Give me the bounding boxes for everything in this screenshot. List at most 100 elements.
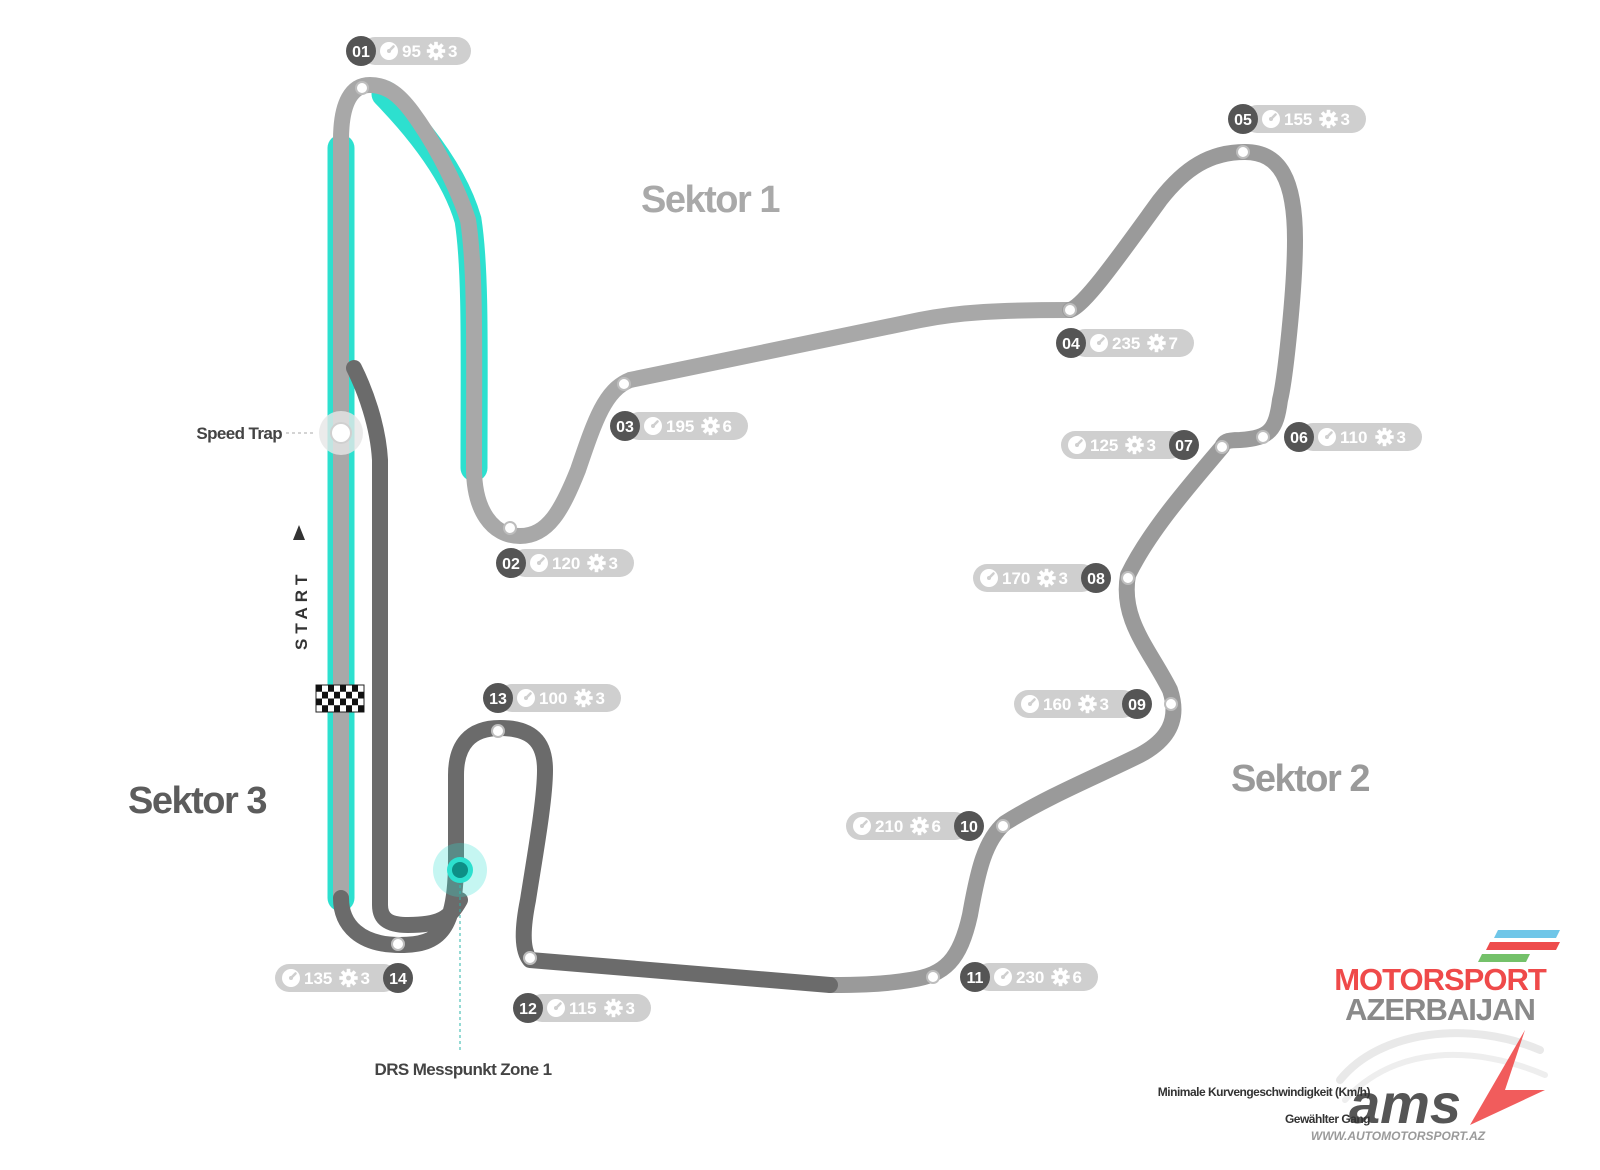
corner-speed: 155 [1284, 110, 1312, 129]
corner-number-badge [513, 993, 543, 1023]
corner-marker [491, 724, 505, 738]
gear-icon [339, 968, 358, 988]
corner-marker [391, 937, 405, 951]
corner-gear: 3 [626, 999, 635, 1018]
corner-number: 08 [1087, 571, 1105, 588]
speed-trap-marker [286, 411, 363, 455]
logo-line-2: AZERBAIJAN [1345, 992, 1535, 1027]
corner-pill [973, 564, 1096, 592]
gear-icon [701, 416, 720, 436]
drs-measuring-point [433, 843, 487, 1050]
corner-marker [1121, 571, 1135, 585]
gear-icon [587, 553, 606, 573]
legend-speed-label: Minimale Kurvengeschwindigkeit (Km/h) [1158, 1085, 1371, 1099]
corner-number-badge [1122, 689, 1152, 719]
corner-marker [996, 819, 1010, 833]
speedometer-icon [979, 568, 999, 588]
gear-icon [426, 41, 446, 61]
corner-gear: 6 [932, 817, 941, 836]
corner-04: 04 235 7 [1056, 303, 1194, 358]
corner-marker [503, 521, 517, 535]
corner-speed: 110 [1340, 428, 1367, 447]
corner-marker [1256, 430, 1270, 444]
corner-gear: 3 [361, 969, 370, 988]
corner-number-badge [1228, 104, 1258, 134]
corner-speed: 95 [402, 42, 421, 61]
corner-gear: 3 [1100, 695, 1109, 714]
motorsport-azerbaijan-logo: MOTORSPORT AZERBAIJAN ams WWW.AUTOMOTORS… [1311, 930, 1560, 1143]
speedometer-icon [281, 968, 301, 988]
corner-number: 10 [960, 819, 978, 836]
corner-gear: 3 [1059, 569, 1068, 588]
corner-speed: 195 [666, 417, 694, 436]
corner-gear: 7 [1169, 334, 1178, 353]
corner-number-badge [1169, 430, 1199, 460]
speedometer-icon [516, 688, 536, 708]
corner-number: 14 [389, 971, 407, 988]
corner-speed: 115 [569, 999, 596, 1018]
corner-marker [523, 951, 537, 965]
corner-speed: 170 [1002, 569, 1030, 588]
corner-speed: 125 [1090, 436, 1118, 455]
corner-gear: 3 [448, 42, 457, 61]
gear-icon [1125, 435, 1144, 455]
logo-url: WWW.AUTOMOTORSPORT.AZ [1311, 1129, 1486, 1143]
logo-short: ams [1349, 1072, 1461, 1135]
speedometer-icon [1067, 435, 1087, 455]
speedometer-icon [379, 41, 399, 61]
sector-3-label: Sektor 3 [128, 780, 266, 822]
corner-speed: 230 [1016, 968, 1044, 987]
corner-number-badge [960, 962, 990, 992]
corner-14: 14 135 3 [275, 937, 413, 993]
speedometer-icon [1089, 333, 1109, 353]
corner-number: 02 [502, 556, 520, 573]
speedometer-icon [643, 416, 663, 436]
corner-06: 06 110 3 [1256, 422, 1422, 452]
gear-icon [1147, 333, 1166, 353]
sector-1-label: Sektor 1 [641, 179, 780, 221]
speedometer-icon [993, 967, 1013, 987]
speed-trap-label: Speed Trap [196, 424, 282, 443]
corner-speed: 100 [539, 689, 567, 708]
speedometer-icon [529, 553, 549, 573]
corner-pill [1061, 431, 1184, 459]
corner-number: 11 [967, 970, 984, 987]
start-label: START [292, 570, 311, 650]
corner-number: 04 [1062, 336, 1080, 353]
corner-number-badge [346, 36, 376, 66]
corner-number-badge [1081, 563, 1111, 593]
gear-icon [1375, 427, 1394, 447]
gear-icon [1037, 568, 1056, 588]
corner-number: 06 [1290, 430, 1308, 447]
gear-icon [1051, 967, 1070, 987]
corner-speed: 135 [304, 969, 332, 988]
corner-marker [926, 970, 940, 984]
corner-speed: 235 [1112, 334, 1140, 353]
corner-gear: 3 [1341, 110, 1350, 129]
corner-number: 03 [616, 419, 634, 436]
gear-icon [1319, 109, 1338, 129]
speedometer-icon [1020, 694, 1040, 714]
corner-speed: 210 [875, 817, 903, 836]
corner-gear: 3 [1397, 428, 1406, 447]
corner-pill [846, 812, 969, 840]
corner-speed: 120 [552, 554, 580, 573]
arrow-up-icon [293, 525, 305, 540]
corner-marker [1164, 697, 1178, 711]
corner-number-badge [954, 811, 984, 841]
corner-08: 08 170 3 [973, 563, 1135, 593]
corner-number-badge [1056, 328, 1086, 358]
logo-line-1: MOTORSPORT [1334, 962, 1547, 997]
gear-icon [1078, 694, 1097, 714]
speedometer-icon [546, 998, 566, 1018]
gear-icon [604, 998, 623, 1018]
